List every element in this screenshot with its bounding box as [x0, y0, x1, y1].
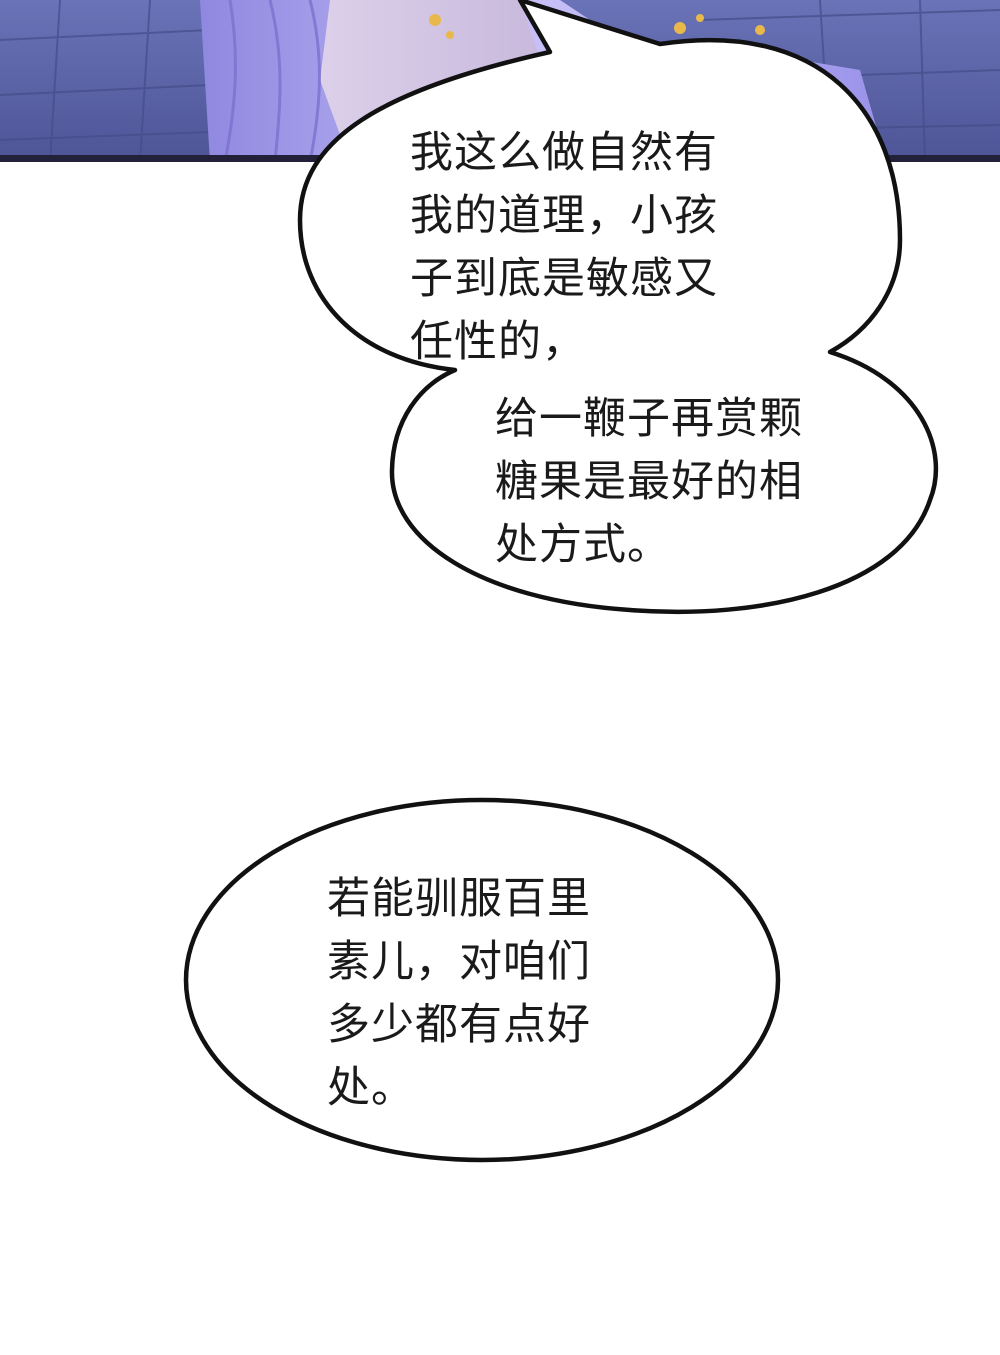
- speech-bubble-2-shape: [183, 797, 781, 1163]
- speech-bubble-1-shape: [297, 0, 939, 615]
- dialogue-line: 我的道理，小孩: [410, 191, 718, 241]
- dialogue-line: 糖果是最好的相: [495, 457, 803, 507]
- dialogue-line: 子到底是敏感又: [410, 254, 718, 304]
- dialogue-line: 素儿，对咱们: [327, 937, 591, 987]
- dialogue-line: 处方式。: [495, 520, 671, 570]
- dialogue-line: 给一鞭子再赏颗: [495, 394, 803, 444]
- dialogue-line: 任性的，: [410, 317, 586, 367]
- speech-bubble-2-text: 若能驯服百里 素儿，对咱们 多少都有点好 处。: [327, 868, 591, 1120]
- speech-bubble-1-text-a: 我这么做自然有 我的道理，小孩 子到底是敏感又 任性的，: [410, 122, 718, 374]
- dialogue-line: 多少都有点好: [327, 1000, 591, 1050]
- dialogue-line: 处。: [327, 1063, 415, 1113]
- speech-bubble-1-text-b: 给一鞭子再赏颗 糖果是最好的相 处方式。: [495, 388, 803, 577]
- dialogue-line: 若能驯服百里: [327, 874, 591, 924]
- dialogue-line: 我这么做自然有: [410, 128, 718, 178]
